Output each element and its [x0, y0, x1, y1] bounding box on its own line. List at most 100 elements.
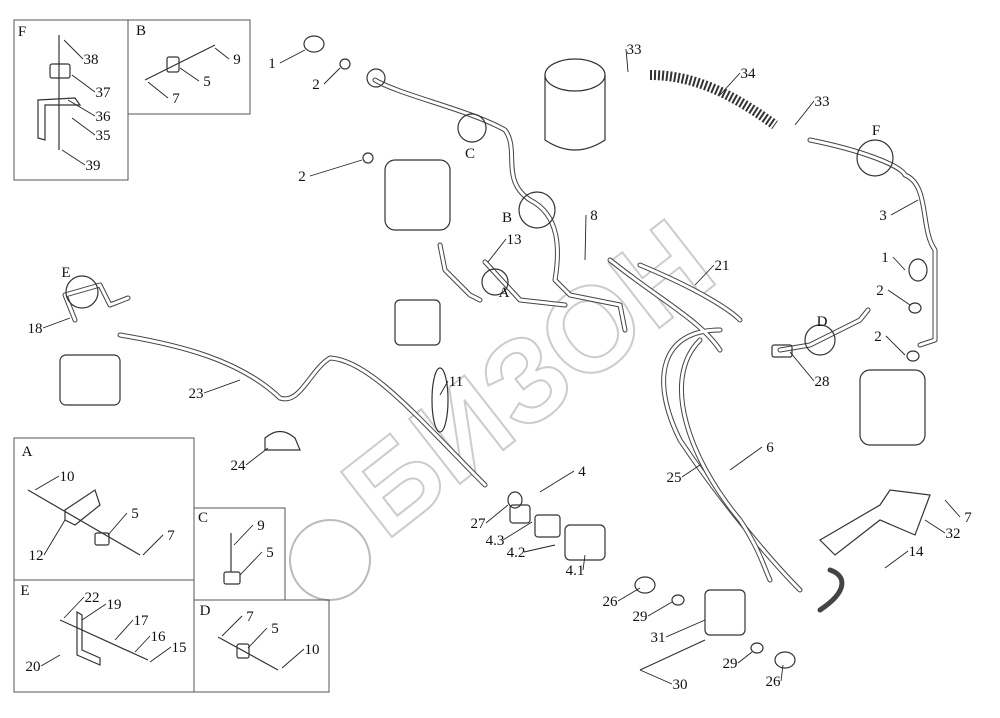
- leader-line: [539, 470, 575, 493]
- callout-c-9: 9: [257, 518, 265, 534]
- callout-b-7: 7: [172, 91, 180, 107]
- fitting-1: [303, 35, 325, 53]
- leader-line: [890, 199, 919, 216]
- leader-line: [944, 499, 961, 518]
- leader-line: [323, 67, 341, 85]
- leader-line: [245, 447, 269, 466]
- callout-24: 24: [231, 458, 247, 474]
- leader-line: [279, 49, 306, 64]
- leader-line: [61, 149, 86, 166]
- leader-line: [794, 100, 815, 126]
- leader-line: [487, 238, 507, 263]
- callout-f-35: 35: [96, 128, 111, 144]
- callout-23: 23: [189, 386, 204, 402]
- detail-box-label-e: E: [20, 583, 29, 599]
- leader-line: [134, 635, 151, 653]
- leader-line: [107, 512, 128, 536]
- callout-7: 7: [964, 510, 972, 526]
- leader-line: [639, 669, 673, 685]
- detail-box-b: [127, 19, 251, 115]
- callout-29: 29: [633, 609, 648, 625]
- components: [27, 35, 931, 671]
- callout-f-39: 39: [86, 158, 101, 174]
- callout-2: 2: [298, 169, 306, 185]
- detail-box-d: [193, 599, 330, 693]
- leader-line: [281, 648, 305, 669]
- callout-f-36: 36: [96, 109, 112, 125]
- callout-a-5: 5: [131, 506, 139, 522]
- leader-line: [892, 256, 906, 271]
- leader-line: [147, 81, 169, 99]
- bracket-32: [819, 489, 931, 556]
- filter-top: [544, 58, 606, 92]
- callout-27: 27: [471, 516, 487, 532]
- view-marker-c: C: [465, 146, 475, 162]
- leader-line: [681, 464, 701, 478]
- callout-14: 14: [909, 544, 925, 560]
- callout-b-5: 5: [203, 74, 211, 90]
- leader-line: [179, 67, 200, 82]
- clamp-24: [264, 430, 301, 451]
- leader-line: [924, 519, 946, 534]
- callout-b-9: 9: [233, 52, 241, 68]
- brake-lines: [62, 70, 938, 613]
- callout-f-37: 37: [96, 85, 112, 101]
- leader-line: [149, 646, 172, 663]
- valve-a: [394, 299, 441, 346]
- leader-line: [584, 214, 587, 261]
- leader-line: [67, 99, 96, 117]
- callout-d-10: 10: [305, 642, 320, 658]
- leader-line: [582, 554, 586, 571]
- callout-4: 4: [578, 464, 586, 480]
- leader-line: [247, 627, 268, 649]
- detail-box-label-b: B: [136, 23, 146, 39]
- callout-34: 34: [741, 66, 757, 82]
- leader-line: [114, 619, 134, 641]
- leader-line: [719, 72, 741, 96]
- callout-e-17: 17: [134, 613, 150, 629]
- leader-line: [34, 475, 60, 491]
- callout-d-5: 5: [271, 621, 279, 637]
- callout-e-19: 19: [107, 597, 122, 613]
- leader-line: [523, 544, 556, 553]
- callout-11: 11: [449, 374, 463, 390]
- leader-line: [63, 39, 84, 60]
- watermark-text: БИЗОН: [319, 194, 737, 562]
- leader-line: [71, 117, 96, 136]
- leader-line: [647, 601, 673, 617]
- leader-line: [789, 351, 815, 382]
- leader-line: [729, 446, 763, 471]
- callout-2: 2: [876, 283, 884, 299]
- leader-line: [71, 74, 96, 93]
- callout-21: 21: [715, 258, 730, 274]
- callout-2: 2: [874, 329, 882, 345]
- tee-28: [771, 344, 793, 358]
- callout-e-16: 16: [151, 629, 167, 645]
- detail-box-label-c: C: [198, 510, 208, 526]
- leader-line: [884, 550, 909, 569]
- callout-29: 29: [723, 656, 738, 672]
- coupling-4-1: [564, 524, 606, 561]
- valve-e: [59, 354, 121, 406]
- callout-a-7: 7: [167, 528, 175, 544]
- view-marker-b: B: [502, 210, 512, 226]
- leader-line: [233, 524, 254, 546]
- view-marker-d: D: [817, 314, 828, 330]
- leader-line: [239, 551, 263, 576]
- leader-line: [42, 317, 71, 329]
- callout-6: 6: [766, 440, 774, 456]
- view-marker-f: F: [872, 123, 880, 139]
- callout-18: 18: [28, 321, 43, 337]
- callout-1: 1: [268, 56, 276, 72]
- detail-box-label-a: A: [22, 444, 33, 460]
- callout-a-10: 10: [60, 469, 75, 485]
- callout-e-22: 22: [85, 590, 100, 606]
- callout-32: 32: [946, 526, 961, 542]
- callout-4.3: 4.3: [486, 533, 505, 549]
- leader-line: [63, 596, 85, 619]
- callout-31: 31: [651, 630, 666, 646]
- callout-28: 28: [815, 374, 830, 390]
- callout-e-20: 20: [26, 659, 41, 675]
